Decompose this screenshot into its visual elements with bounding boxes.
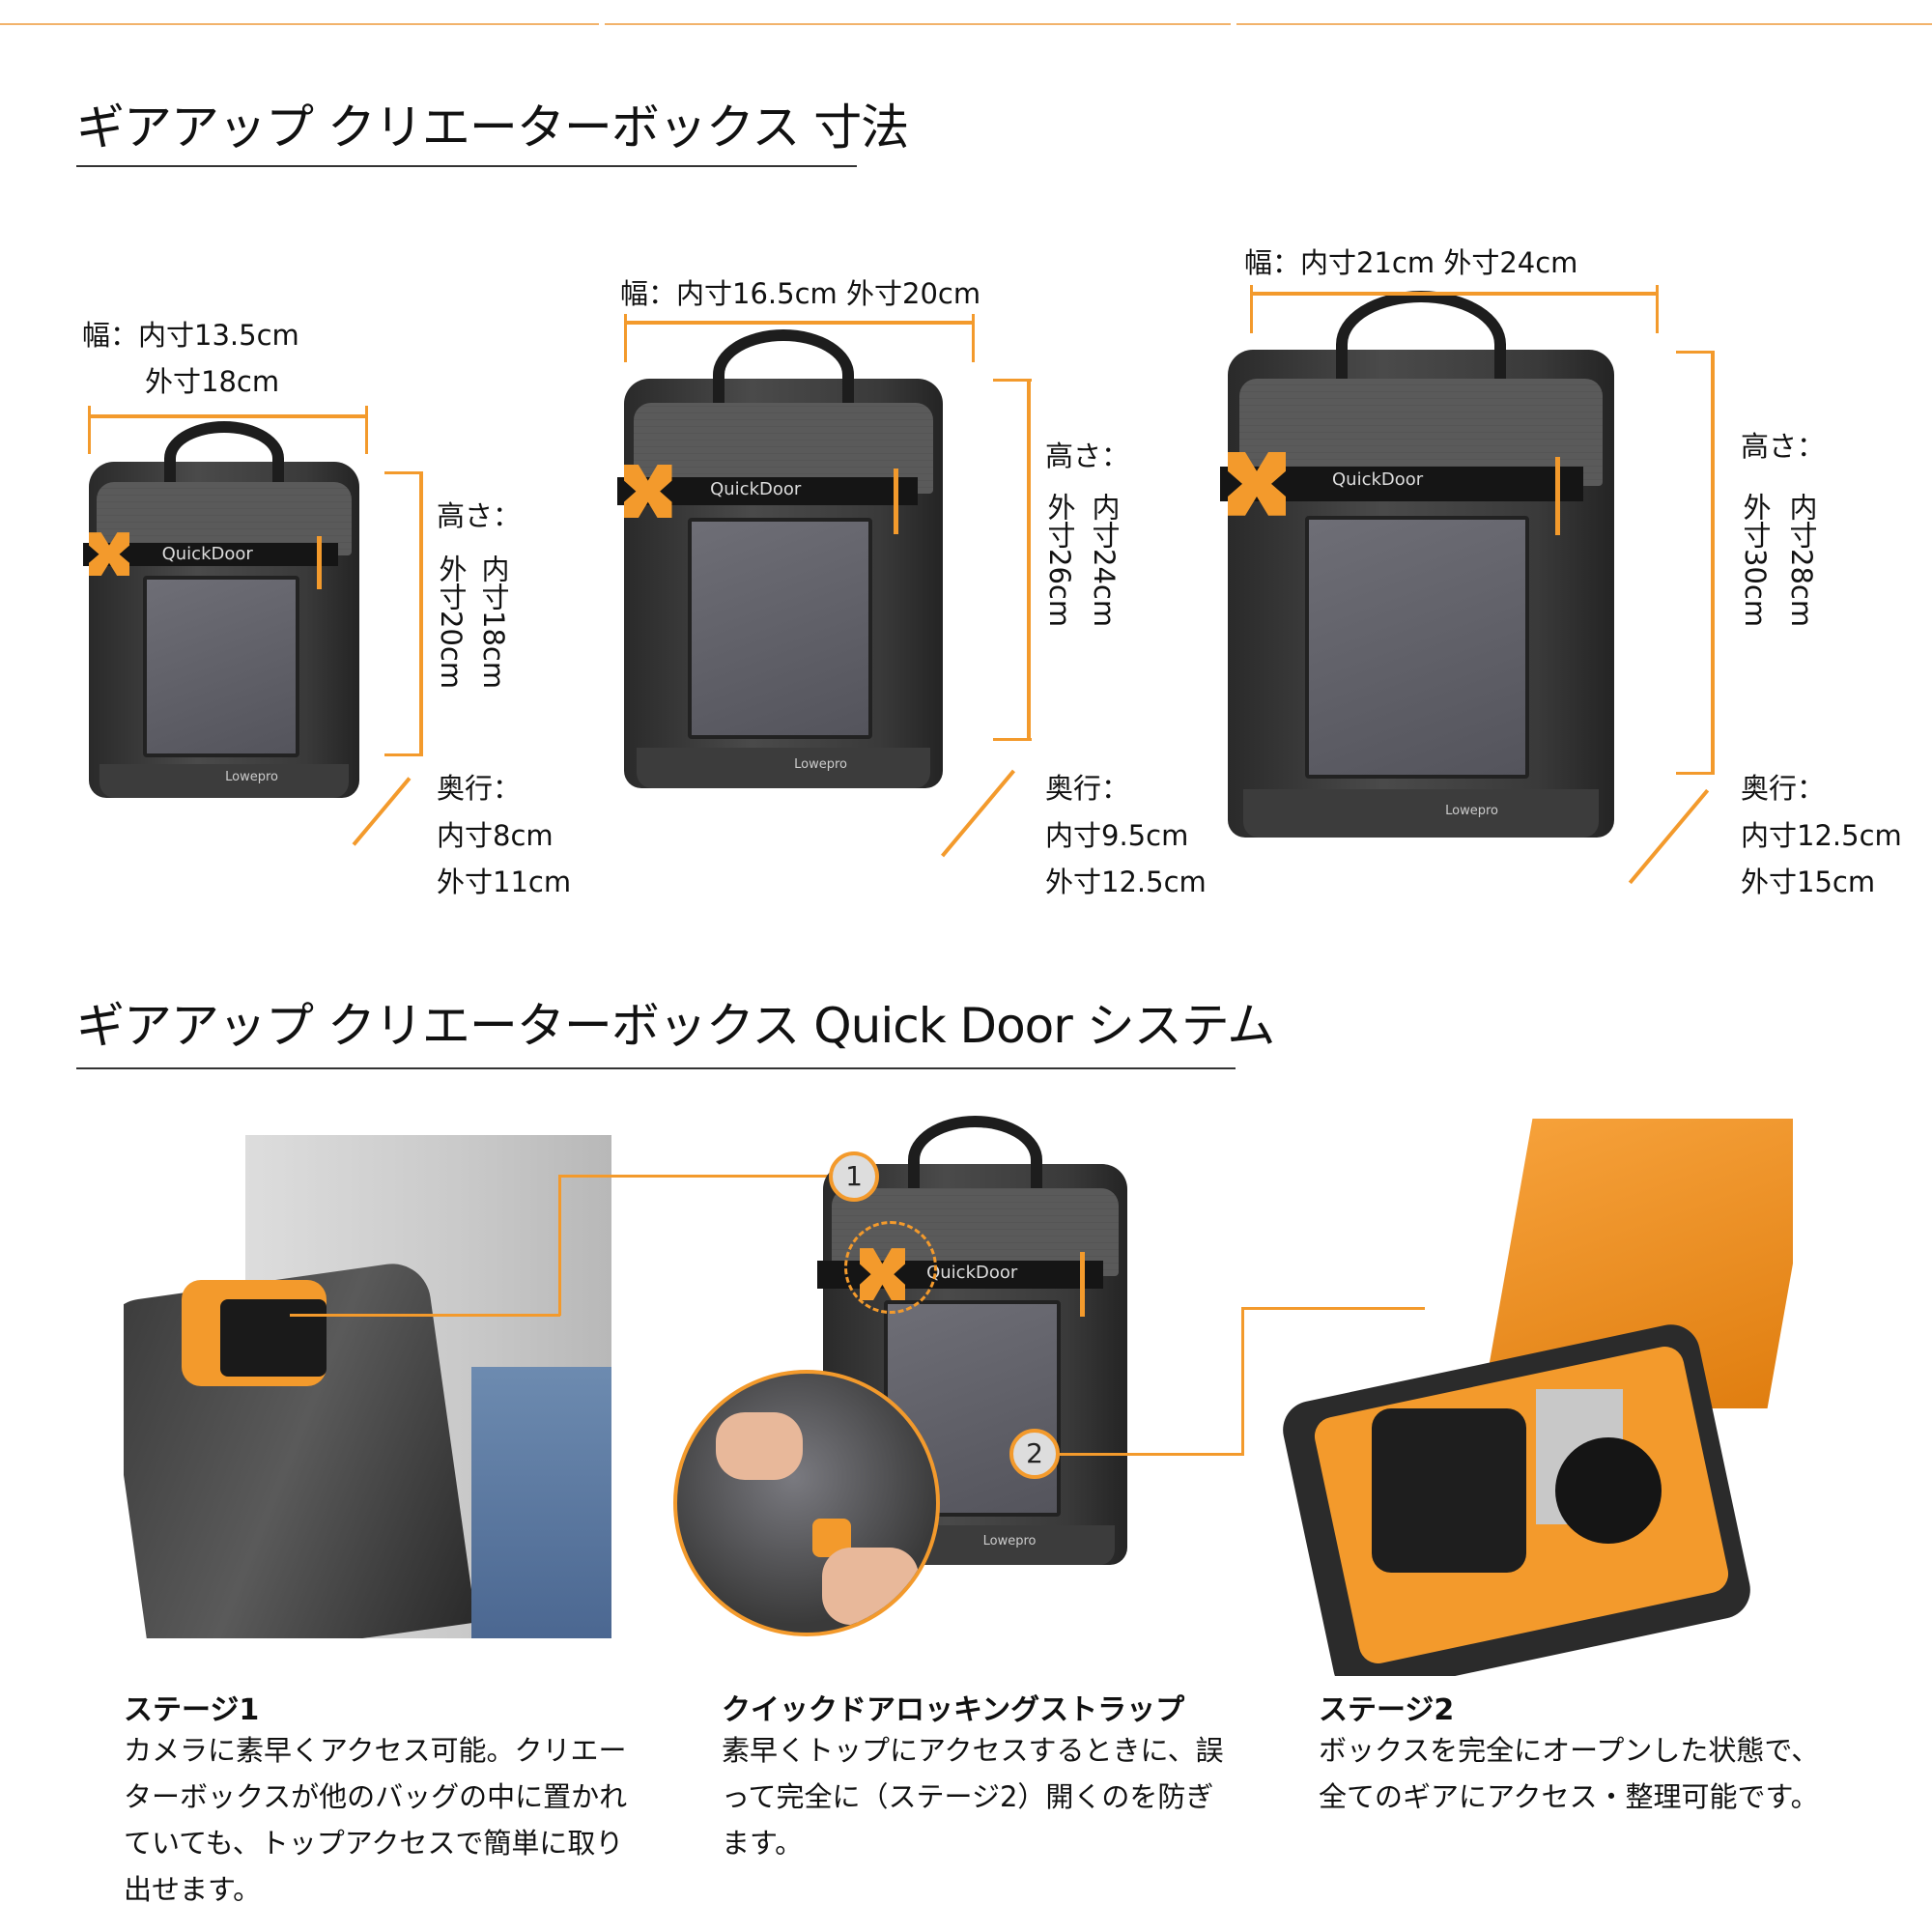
stage1-description: カメラに素早くアクセス可能。クリエーターボックスが他のバッグの中に置かれていても…: [124, 1734, 628, 1906]
width-label: 幅：内寸13.5cm: [82, 319, 299, 352]
height-inner: 内寸24cm: [1088, 493, 1121, 628]
height-inner: 内寸18cm: [477, 554, 510, 690]
locking-strap-description: 素早くトップにアクセスするときに、誤って完全に（ステージ2）開くのを防ぎます。: [722, 1734, 1224, 1860]
width-arrow: [89, 414, 367, 418]
depth-arrow: [352, 777, 412, 846]
depth-label: 奥行：: [1045, 772, 1130, 805]
section-title-dimensions: ギアアップ クリエーターボックス 寸法: [76, 99, 909, 156]
width-outer: 外寸18cm: [145, 365, 280, 398]
lowepro-logo: Lowepro: [982, 1534, 1037, 1549]
width-label: 幅：内寸16.5cm 外寸20cm: [620, 277, 981, 310]
quickdoor-label: QuickDoor: [161, 544, 253, 565]
depth-inner: 内寸8cm: [437, 819, 554, 852]
depth-label: 奥行：: [1741, 772, 1826, 805]
height-outer: 外寸30cm: [1739, 493, 1772, 628]
width-arrow: [1251, 292, 1658, 296]
top-divider: [605, 23, 1231, 25]
depth-outer: 外寸15cm: [1741, 866, 1876, 898]
section-title-quickdoor: ギアアップ クリエーターボックス Quick Door システム: [76, 998, 1275, 1054]
quickdoor-label: QuickDoor: [710, 478, 802, 499]
title-underline: [76, 165, 857, 167]
depth-arrow: [941, 769, 1015, 858]
stage2-heading: ステージ2: [1319, 1693, 1455, 1727]
callout-2: 2: [1009, 1429, 1060, 1479]
height-arrow: [419, 472, 423, 754]
lowepro-logo: Lowepro: [1445, 803, 1498, 818]
height-label: 高さ：: [437, 499, 522, 532]
depth-outer: 外寸11cm: [437, 866, 572, 898]
locking-strap-heading: クイックドアロッキングストラップ: [722, 1693, 1185, 1727]
lowepro-logo: Lowepro: [225, 770, 278, 785]
stage2-description: ボックスを完全にオープンした状態で、全てのギアにアクセス・整理可能です。: [1319, 1734, 1820, 1813]
height-inner: 内寸28cm: [1785, 493, 1818, 628]
title-underline: [76, 1067, 1236, 1069]
creator-box-large-image: QuickDoor Lowepro: [1220, 291, 1614, 838]
height-outer: 外寸26cm: [1043, 493, 1076, 628]
height-arrow: [1711, 352, 1715, 773]
lowepro-logo: Lowepro: [794, 757, 847, 773]
top-divider: [0, 23, 599, 25]
height-arrow: [1027, 380, 1031, 739]
quickdoor-label: QuickDoor: [926, 1262, 1018, 1283]
width-label: 幅：内寸21cm 外寸24cm: [1244, 246, 1578, 279]
stage1-heading: ステージ1: [124, 1693, 260, 1727]
buckle-highlight: [844, 1221, 937, 1314]
height-outer: 外寸20cm: [435, 554, 468, 690]
top-divider: [1236, 23, 1932, 25]
depth-outer: 外寸12.5cm: [1045, 866, 1207, 898]
width-arrow: [625, 321, 974, 325]
stage1-photo: [124, 1135, 611, 1638]
depth-label: 奥行：: [437, 772, 522, 805]
creator-box-small-image: QuickDoor Lowepro: [83, 421, 359, 798]
quickdoor-label: QuickDoor: [1332, 469, 1424, 490]
strap-detail-zoom: [673, 1370, 940, 1636]
height-label: 高さ：: [1741, 430, 1826, 463]
depth-arrow: [1628, 788, 1710, 885]
callout-1: 1: [829, 1151, 879, 1202]
stage2-open-bag-photo: [1265, 1119, 1793, 1676]
depth-inner: 内寸9.5cm: [1045, 819, 1189, 852]
depth-inner: 内寸12.5cm: [1741, 819, 1902, 852]
creator-box-medium-image: QuickDoor Lowepro: [617, 329, 943, 788]
height-label: 高さ：: [1045, 440, 1130, 472]
